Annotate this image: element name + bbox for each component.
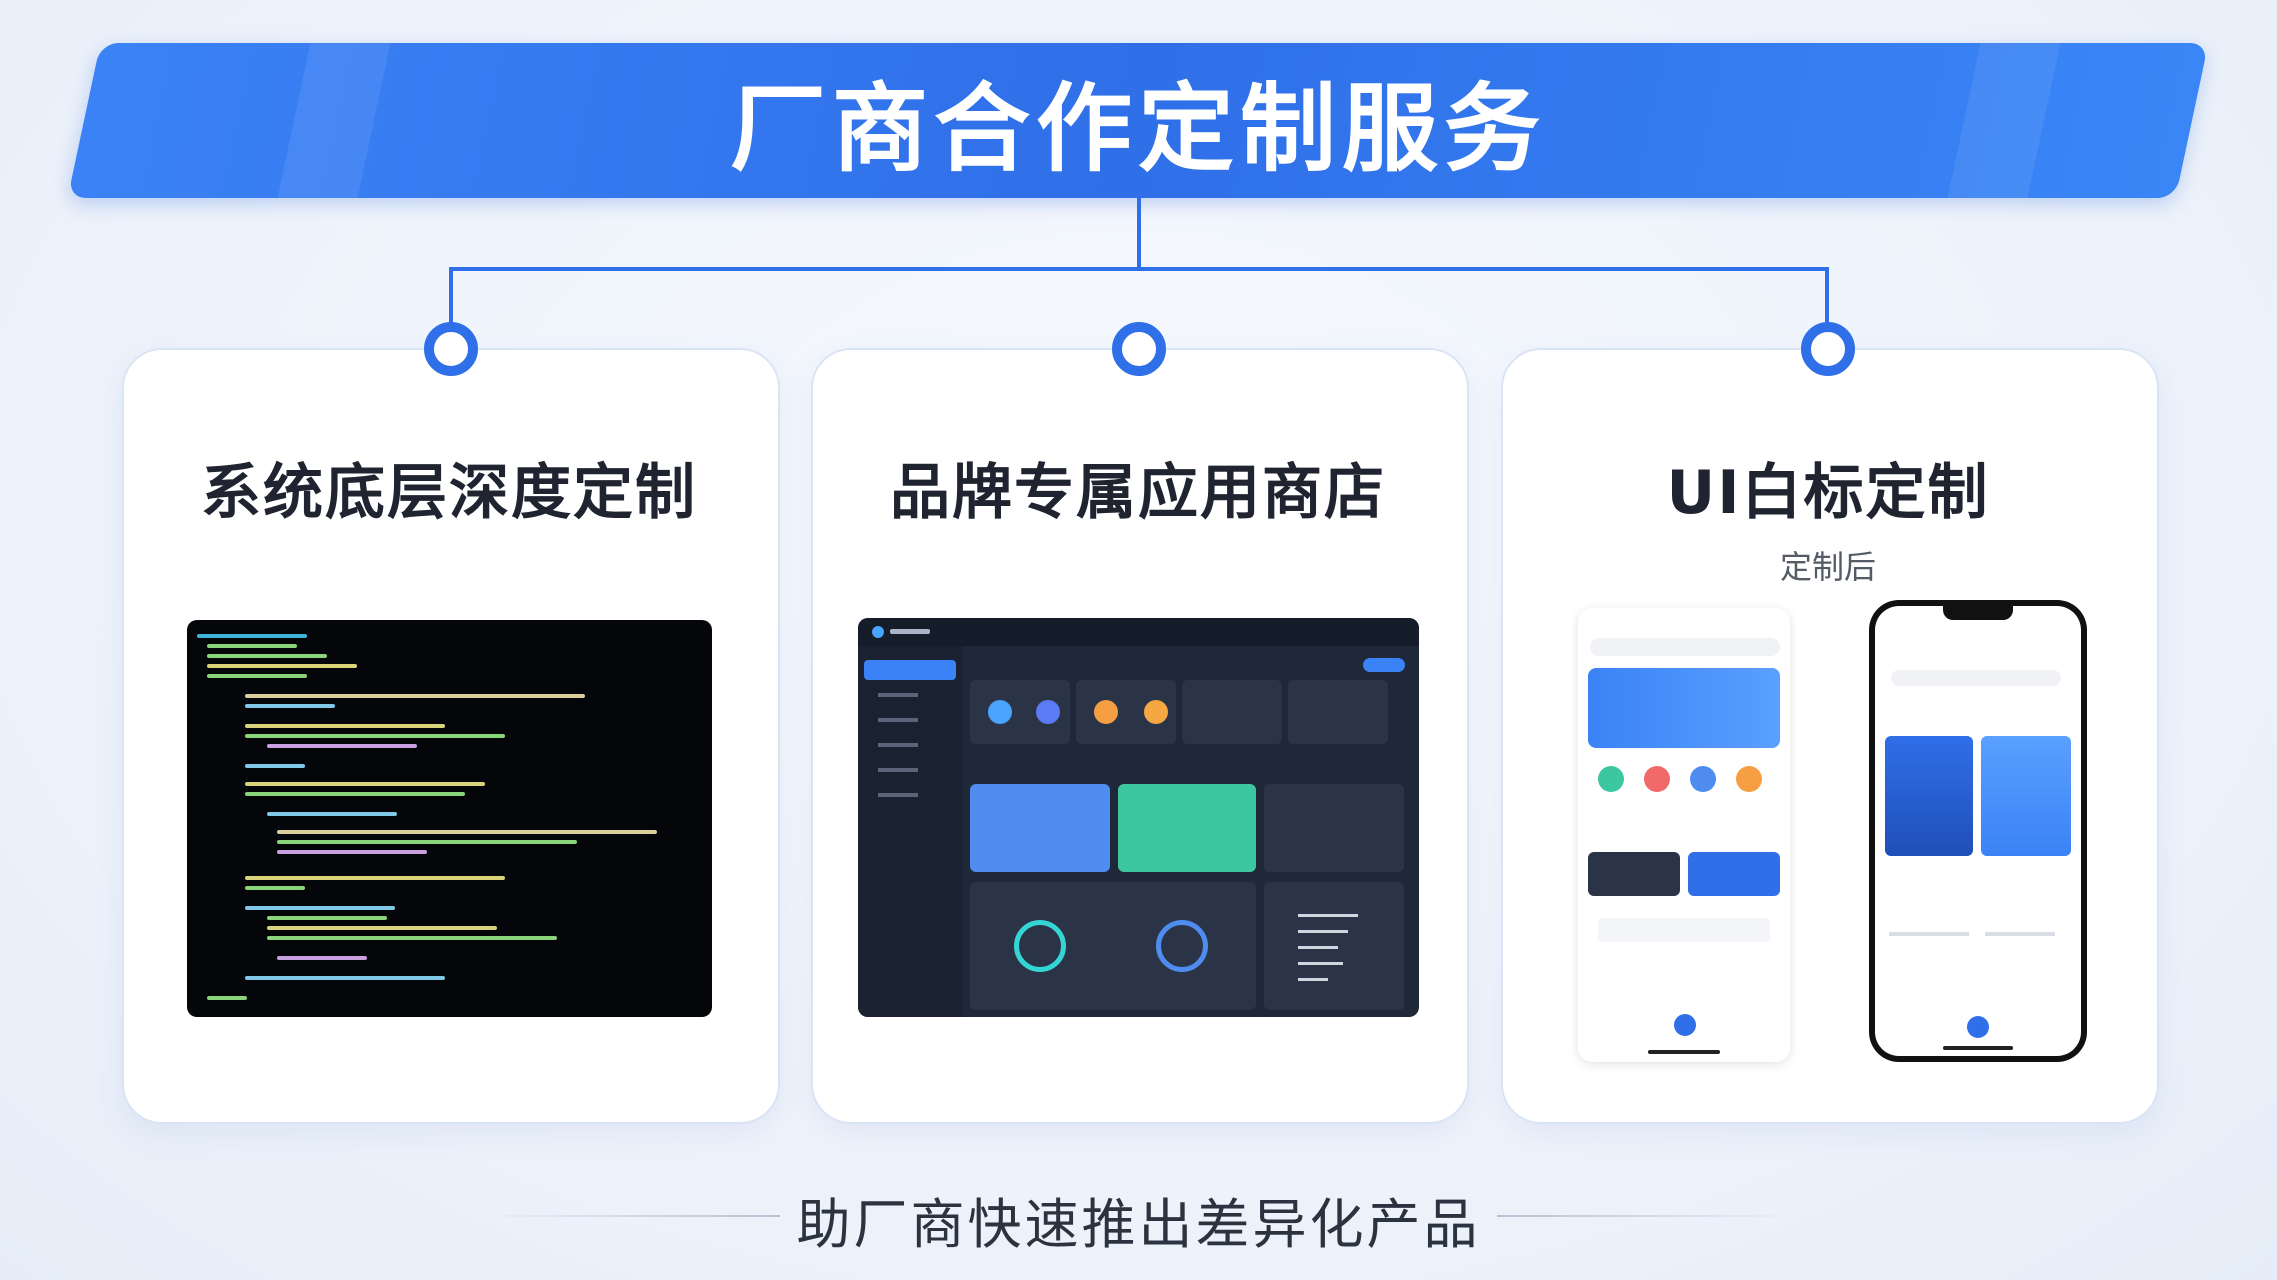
page-title: 厂商合作定制服务 — [730, 73, 1546, 185]
connector-right-drop — [1825, 267, 1829, 331]
phone-mockup-image — [1578, 608, 1790, 1062]
connector-trunk — [1137, 198, 1141, 270]
connector-dot-icon — [424, 322, 478, 376]
footer-tagline: 助厂商快速推出差异化产品 — [796, 1193, 1481, 1256]
card-subtitle-ui: 定制后 — [1779, 548, 1876, 586]
connector-left-drop — [449, 267, 453, 331]
phone-mockup-image — [1869, 600, 2087, 1062]
dashboard-image — [858, 618, 1419, 1017]
footer-divider-left — [480, 1215, 780, 1217]
connector-dot-icon — [1112, 322, 1166, 376]
connector-horizontal — [449, 267, 1829, 271]
connector-dot-icon — [1801, 322, 1855, 376]
card-title-ui: UI白标定制 — [1666, 458, 1990, 528]
footer-divider-right — [1497, 1215, 1797, 1217]
code-screen-image — [187, 620, 712, 1017]
card-title-appstore: 品牌专属应用商店 — [890, 458, 1386, 528]
card-title-system: 系统底层深度定制 — [201, 458, 697, 528]
